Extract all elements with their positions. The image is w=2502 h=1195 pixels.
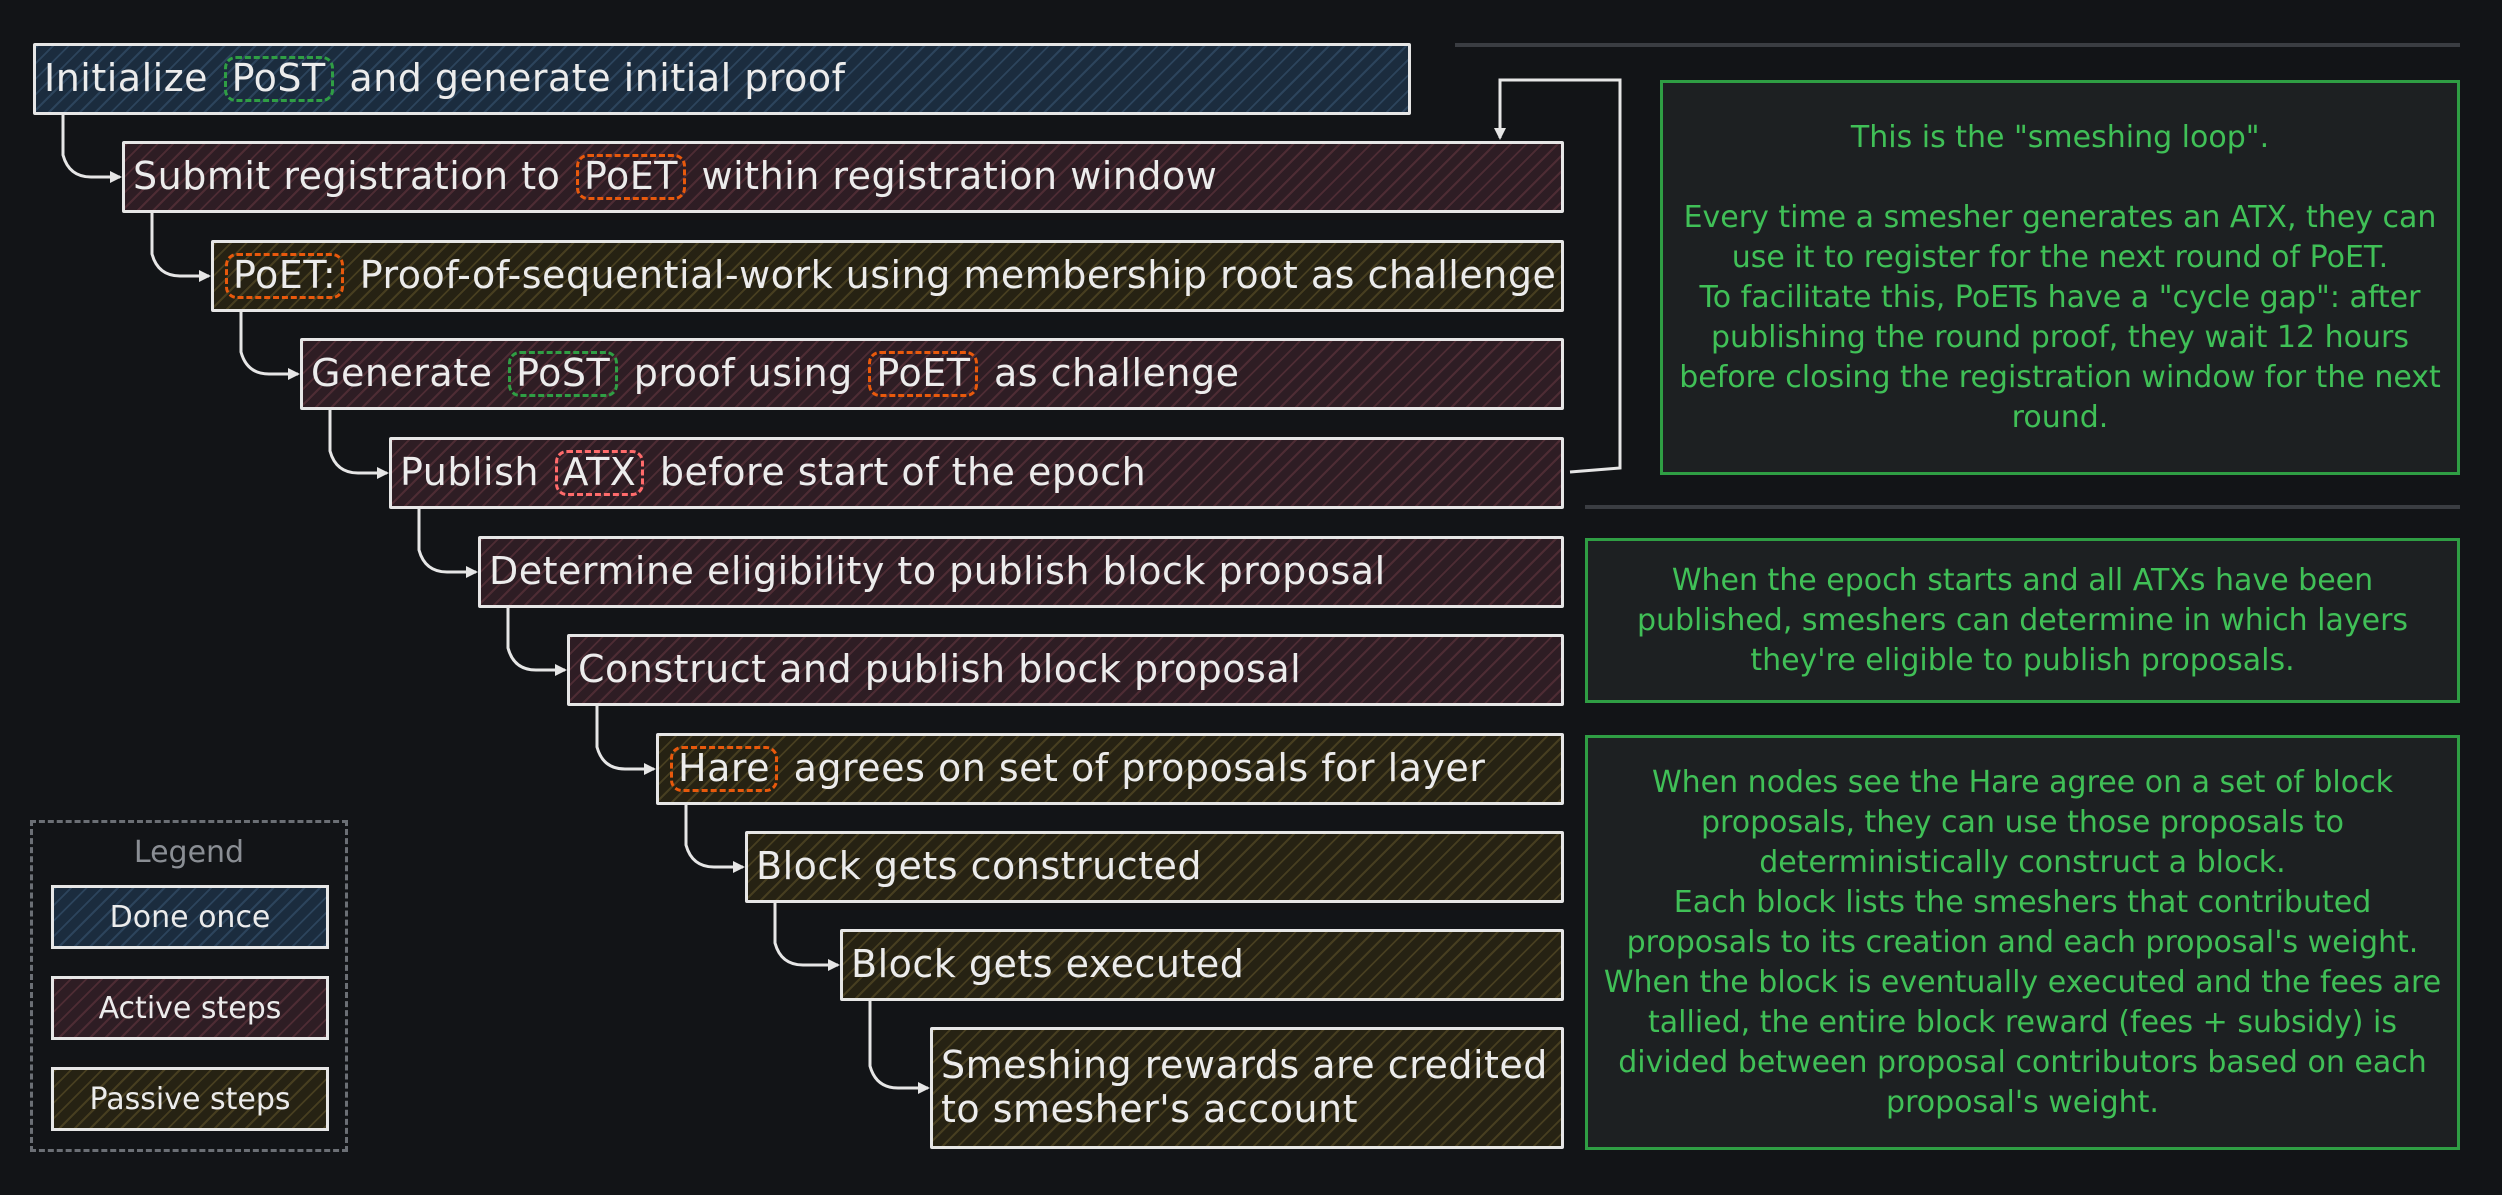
- step-text: agrees on set of proposals for layer: [781, 746, 1486, 791]
- step-poet-label: PoET: Proof-of-sequential-work using mem…: [222, 253, 1556, 299]
- step-hare: Hare agrees on set of proposals for laye…: [656, 733, 1564, 805]
- note-smeshing-loop-line-2: To facilitate this, PoETs have a "cycle …: [1679, 279, 2441, 435]
- note-smeshing-loop-line-1: Every time a smesher generates an ATX, t…: [1683, 199, 2437, 275]
- tag-post: PoST: [508, 351, 619, 397]
- step-executed: Block gets executed: [840, 929, 1564, 1001]
- tag-hare: Hare: [670, 746, 779, 792]
- step-text: Publish: [400, 450, 552, 495]
- step-text: and generate initial proof: [336, 56, 846, 101]
- note-block-line-3: When the block is eventually executed an…: [1603, 964, 2442, 1120]
- step-text: Initialize: [44, 56, 221, 101]
- step-init-label: Initialize PoST and generate initial pro…: [44, 56, 846, 102]
- connector-arrow: [684, 805, 745, 873]
- note-smeshing-loop: This is the "smeshing loop". Every time …: [1660, 80, 2460, 475]
- note-block-line-2: Each block lists the smeshers that contr…: [1626, 884, 2419, 960]
- tag-atx: ATX: [554, 450, 645, 496]
- step-proposal-label: Construct and publish block proposal: [578, 647, 1302, 692]
- divider-top: [1455, 43, 2460, 47]
- step-text: Block gets constructed: [756, 844, 1203, 889]
- step-text: within registration window: [688, 154, 1218, 199]
- step-text: to smesher's account: [941, 1087, 1359, 1131]
- step-text: Construct and publish block proposal: [578, 647, 1302, 692]
- tag-post: PoST: [223, 56, 334, 102]
- divider-middle: [1585, 505, 2460, 509]
- legend-item-passive-steps: Passive steps: [51, 1067, 329, 1131]
- connector-arrow: [773, 903, 840, 971]
- connector-arrow: [328, 410, 389, 479]
- note-epoch: When the epoch starts and all ATXs have …: [1585, 538, 2460, 703]
- legend-title: Legend: [133, 835, 245, 870]
- step-text: Determine eligibility to publish block p…: [489, 549, 1386, 594]
- tag-poet: PoET: [575, 154, 686, 200]
- connector-arrow: [506, 608, 567, 676]
- step-poet: PoET: Proof-of-sequential-work using mem…: [211, 240, 1564, 312]
- step-text: before start of the epoch: [647, 450, 1147, 495]
- note-epoch-line-1: When the epoch starts and all ATXs have …: [1636, 562, 2409, 678]
- step-text: as challenge: [981, 351, 1240, 396]
- legend-item-done-once: Done once: [51, 885, 329, 949]
- step-text: Block gets executed: [851, 942, 1245, 987]
- step-eligible-label: Determine eligibility to publish block p…: [489, 549, 1386, 594]
- step-proposal: Construct and publish block proposal: [567, 634, 1564, 706]
- legend-item-active-steps: Active steps: [51, 976, 329, 1040]
- tag-poet: PoET: [868, 351, 979, 397]
- step-register-label: Submit registration to PoET within regis…: [133, 154, 1217, 200]
- step-text: proof using: [621, 351, 866, 396]
- step-init: Initialize PoST and generate initial pro…: [33, 43, 1411, 115]
- step-text: Smeshing rewards are credited: [941, 1043, 1548, 1088]
- legend: Legend Done once Active steps Passive st…: [30, 820, 348, 1152]
- step-post-label: Generate PoST proof using PoET as challe…: [311, 351, 1240, 397]
- connector-arrow: [61, 115, 122, 183]
- step-text: Proof-of-sequential-work using membershi…: [347, 253, 1557, 298]
- step-hare-label: Hare agrees on set of proposals for laye…: [667, 746, 1485, 792]
- note-block: When nodes see the Hare agree on a set o…: [1585, 735, 2460, 1150]
- connector-arrow: [150, 213, 211, 282]
- step-text: Submit registration to: [133, 154, 573, 199]
- tag-poet: PoET:: [225, 253, 345, 299]
- step-atx: Publish ATX before start of the epoch: [389, 437, 1564, 509]
- step-block: Block gets constructed: [745, 831, 1564, 903]
- connector-arrow: [417, 509, 478, 578]
- step-register: Submit registration to PoET within regis…: [122, 141, 1564, 213]
- connector-arrow: [868, 1001, 930, 1094]
- step-eligible: Determine eligibility to publish block p…: [478, 536, 1564, 608]
- step-text: Generate: [311, 351, 506, 396]
- step-post: Generate PoST proof using PoET as challe…: [300, 338, 1564, 410]
- step-block-label: Block gets constructed: [756, 844, 1203, 889]
- step-atx-label: Publish ATX before start of the epoch: [400, 450, 1146, 496]
- step-executed-label: Block gets executed: [851, 942, 1245, 987]
- note-smeshing-loop-title: This is the "smeshing loop".: [1850, 119, 2270, 155]
- connector-arrow: [239, 312, 300, 380]
- connector-arrow: [595, 706, 656, 775]
- note-block-line-1: When nodes see the Hare agree on a set o…: [1652, 764, 2393, 880]
